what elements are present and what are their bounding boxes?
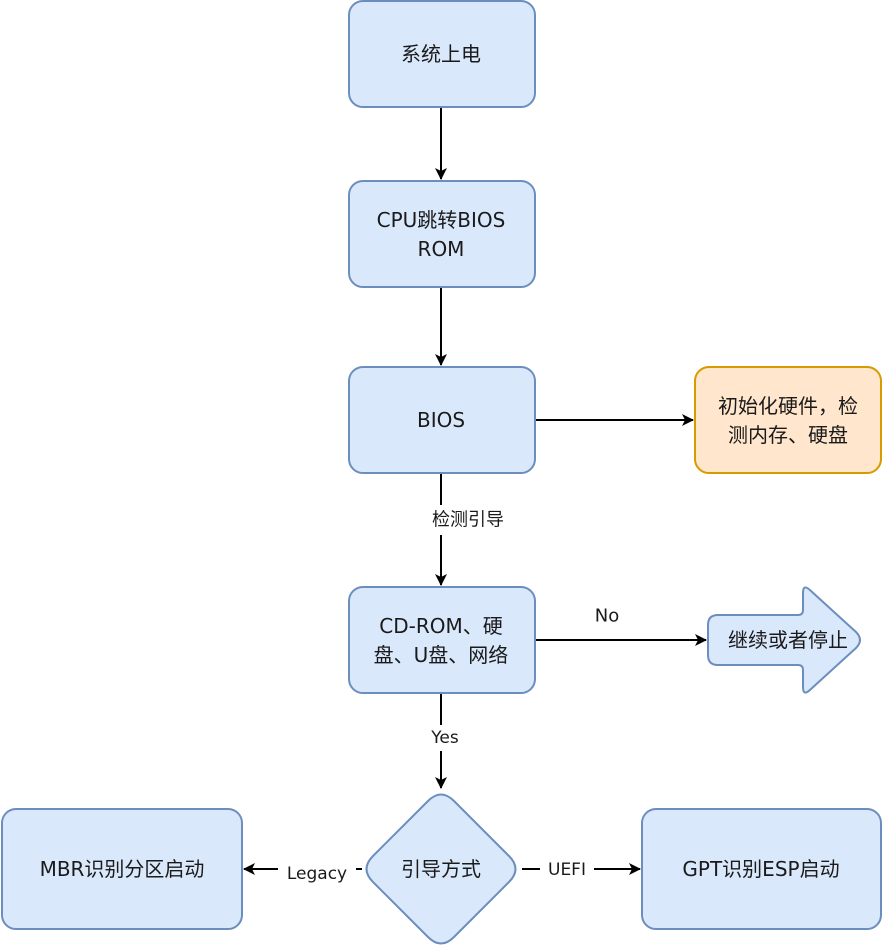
node-boot-mode-label: 引导方式 (401, 857, 481, 881)
edge-label-yes: Yes (430, 728, 459, 748)
node-power-on: 系统上电 (348, 0, 536, 108)
node-boot-devices-label-line1: CD-ROM、硬 (379, 614, 502, 638)
node-mbr-boot: MBR识别分区启动 (1, 808, 243, 930)
node-continue-or-stop: 继续或者停止 (707, 586, 861, 694)
node-bios-label: BIOS (417, 408, 465, 432)
edge-label-uefi: UEFI (548, 860, 586, 880)
node-bios: BIOS (348, 366, 536, 474)
node-cpu-jump-label-line2: ROM (418, 237, 465, 261)
node-init-hardware-label-line1: 初始化硬件，检 (718, 394, 858, 418)
node-cpu-jump: CPU跳转BIOS ROM (348, 180, 536, 288)
node-boot-devices: CD-ROM、硬 盘、U盘、网络 (348, 586, 536, 694)
node-gpt-boot-label: GPT识别ESP启动 (682, 857, 839, 881)
node-init-hardware-label-line2: 测内存、硬盘 (728, 423, 848, 447)
node-boot-devices-label-line2: 盘、U盘、网络 (374, 643, 509, 667)
node-gpt-boot: GPT识别ESP启动 (641, 808, 882, 930)
node-boot-mode: 引导方式 (365, 793, 517, 945)
node-init-hardware: 初始化硬件，检 测内存、硬盘 (694, 366, 882, 474)
node-continue-or-stop-label: 继续或者停止 (728, 628, 848, 652)
node-cpu-jump-label-line1: CPU跳转BIOS (377, 208, 506, 232)
edge-label-detect-boot: 检测引导 (432, 510, 504, 531)
node-mbr-boot-label: MBR识别分区启动 (40, 857, 205, 881)
node-power-on-label: 系统上电 (401, 42, 481, 66)
edge-label-legacy: Legacy (287, 864, 347, 884)
edge-label-no: No (595, 606, 619, 627)
